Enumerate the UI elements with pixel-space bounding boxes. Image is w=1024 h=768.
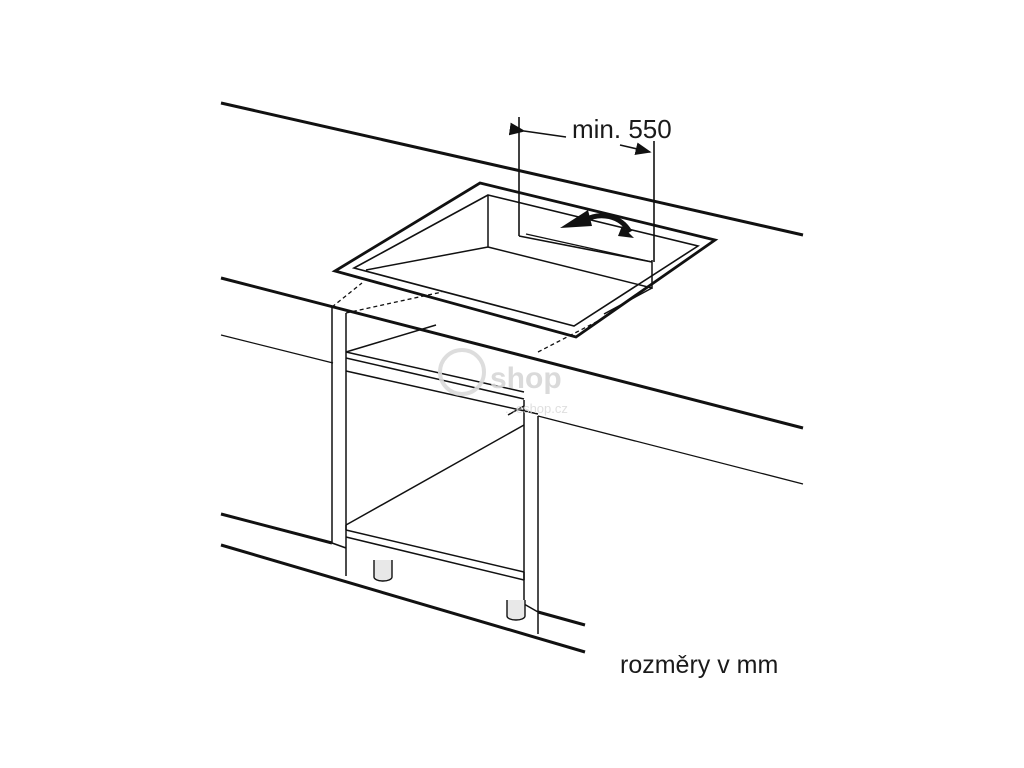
worktop-back-edge [220,101,804,237]
watermark-subtext: ...eshop.cz [505,401,568,416]
units-note: rozměry v mm [620,651,778,679]
dimension-callout [508,117,655,263]
watermark-text: shop [490,362,562,395]
watermark: shop ...eshop.cz [438,348,568,416]
cabinet-left-panel [331,307,347,576]
cabinet-leg-right [506,600,526,621]
cabinet-bottom [345,529,525,581]
dimension-label: min. 550 [572,114,672,144]
cutout [331,181,719,339]
base-cabinet [331,307,539,634]
cabinet-shelf [345,324,525,416]
cabinet-leg-left [373,560,393,582]
worktop-front-bottom [220,334,804,485]
cabinet-back-panel [345,424,525,530]
worktop-front-top-edge [220,276,804,430]
worktop [220,101,804,430]
cutout-interior [365,195,653,315]
airflow-arrow-icon [560,210,634,238]
plinth [220,512,586,654]
cutout-outer-rim [331,181,719,339]
cabinet-projection-lines [331,282,601,353]
cabinet-right-panel [523,400,539,634]
